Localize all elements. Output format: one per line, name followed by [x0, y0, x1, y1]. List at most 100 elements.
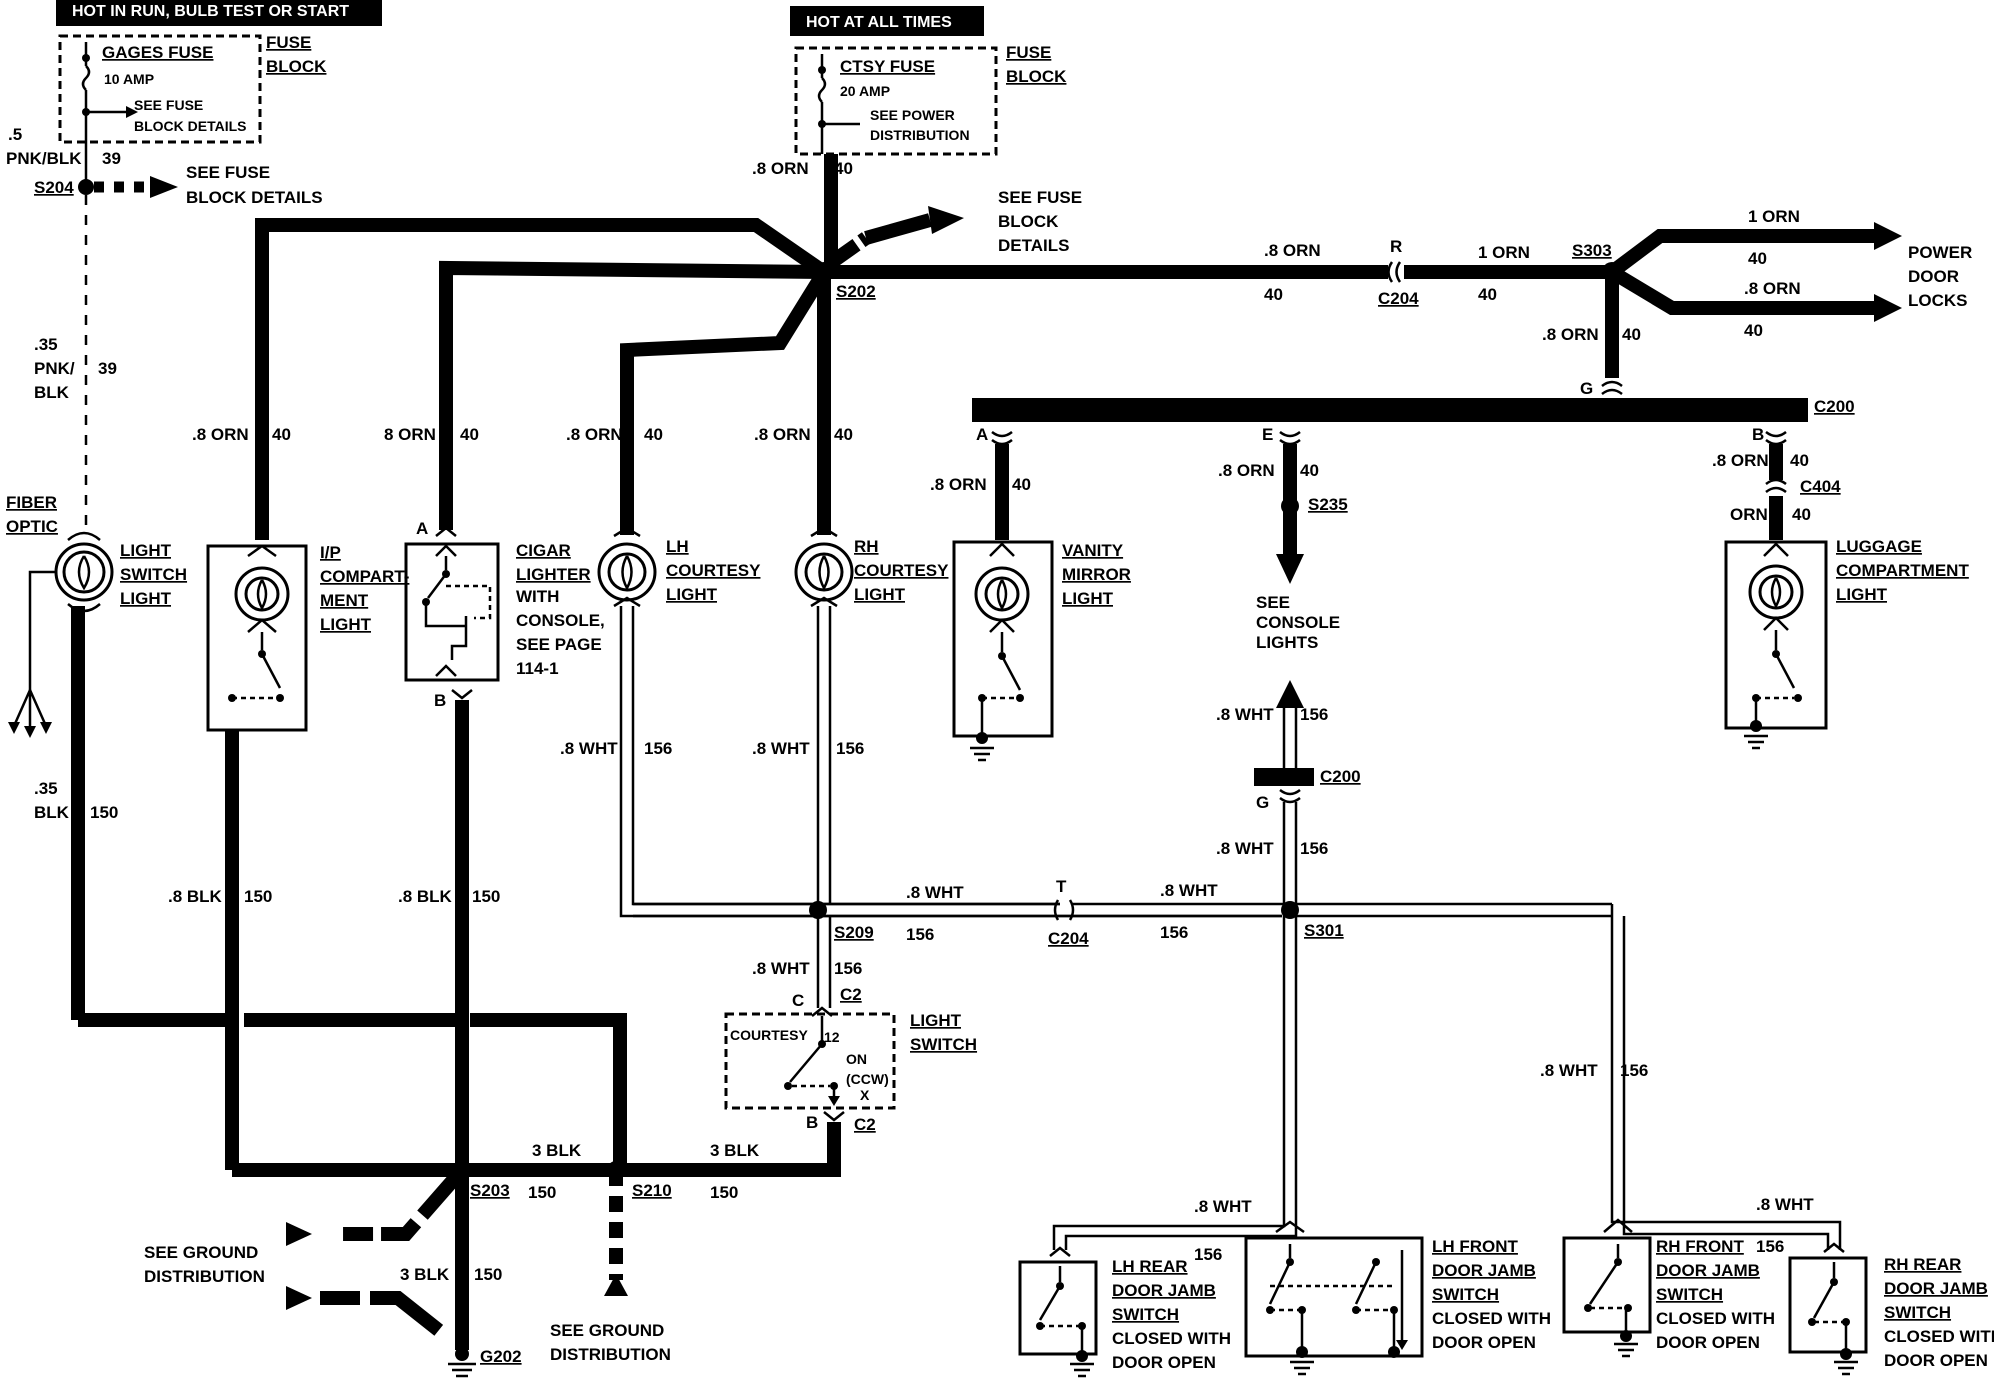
connector-pin-g-lower: G [1256, 793, 1269, 812]
wire-code-luggage-2: 40 [1792, 505, 1811, 524]
wire-label-pnkblk: PNK/BLK [6, 149, 82, 168]
wire-label-console-wht: .8 WHT [1216, 705, 1274, 724]
light-switch-label-1: LIGHT [910, 1011, 962, 1030]
luggage-label-3: LIGHT [1836, 585, 1888, 604]
wire-code-orn-right-1: 40 [1264, 285, 1283, 304]
rh-rear-label-2: DOOR JAMB [1884, 1279, 1988, 1298]
see-fuse-block-ref-3: DETAILS [998, 236, 1069, 255]
ground-g202: G202 [480, 1347, 522, 1366]
switch-courtesy-label: COURTESY [730, 1027, 808, 1043]
wire-label-s303-down: .8 ORN [1542, 325, 1599, 344]
wire-label-pdl-1: 1 ORN [1748, 207, 1800, 226]
lh-rear-label-4: CLOSED WITH [1112, 1329, 1231, 1348]
rh-front-label-2: DOOR JAMB [1656, 1261, 1760, 1280]
wire-code-150-g202: 150 [474, 1265, 502, 1284]
wire-label-orn-right-1: .8 ORN [1264, 241, 1321, 260]
see-fuse-ref-2: BLOCK DETAILS [186, 188, 323, 207]
rh-courtesy-label-3: LIGHT [854, 585, 906, 604]
lh-courtesy-label-3: LIGHT [666, 585, 718, 604]
wire-label-pdl-2: .8 ORN [1744, 279, 1801, 298]
lh-rear-label-1: LH REAR [1112, 1257, 1188, 1276]
wire-label-blk8-cigar: .8 BLK [398, 887, 453, 906]
fuse-block-label-2b: BLOCK [1006, 67, 1067, 86]
see-console-1: SEE [1256, 593, 1290, 612]
cigar-label-5: SEE PAGE [516, 635, 602, 654]
wire-label-blk3-a: 3 BLK [532, 1141, 582, 1160]
wire-code-150-cigar: 150 [472, 887, 500, 906]
wire-code-console: 40 [1300, 461, 1319, 480]
vanity-mirror-light [952, 540, 1054, 762]
wire-label-orn-right-2: 1 ORN [1478, 243, 1530, 262]
splice-s202: S202 [836, 282, 876, 301]
wire-label-lh-wht: .8 WHT [560, 739, 618, 758]
cigar-label-3: WITH [516, 587, 559, 606]
lh-front-label-1: LH FRONT [1432, 1237, 1519, 1256]
switch-12-label: 12 [824, 1029, 840, 1045]
vanity-label-2: MIRROR [1062, 565, 1131, 584]
ip-label-2: COMPART- [320, 567, 409, 586]
gages-fuse-see2: BLOCK DETAILS [134, 118, 247, 134]
rh-front-label-1: RH FRONT [1656, 1237, 1744, 1256]
connector-c200-label: C200 [1814, 397, 1855, 416]
rh-courtesy-label-2: COURTESY [854, 561, 949, 580]
see-fuse-block-ref-2: BLOCK [998, 212, 1059, 231]
splice-s210: S210 [632, 1181, 672, 1200]
wire-label-rh-orn: .8 ORN [754, 425, 811, 444]
wire-label-cigar-orn: 8 ORN [384, 425, 436, 444]
lh-rear-label-2: DOOR JAMB [1112, 1281, 1216, 1300]
see-ground-right-1: SEE GROUND [550, 1321, 664, 1340]
switch-x-label: X [860, 1087, 870, 1103]
connector-c204-a: C204 [1378, 289, 1419, 308]
wire-code-lh-wht: 156 [644, 739, 672, 758]
wire-label-ip-orn: .8 ORN [192, 425, 249, 444]
lh-front-label-2: DOOR JAMB [1432, 1261, 1536, 1280]
see-ground-left-1: SEE GROUND [144, 1243, 258, 1262]
ip-compartment-light [206, 544, 308, 732]
wire-label-rh-wht: .8 WHT [752, 739, 810, 758]
wire-label-blk8-ip: .8 BLK [168, 887, 223, 906]
connector-c2-bottom: C2 [854, 1115, 876, 1134]
cigar-label-6: 114-1 [516, 659, 559, 678]
see-fuse-block-ref-1: SEE FUSE [998, 188, 1082, 207]
wire-label-blk3-b: 3 BLK [710, 1141, 760, 1160]
power-door-locks-3: LOCKS [1908, 291, 1968, 310]
connector-c200-lower [1254, 768, 1314, 786]
wire-label-door-wht-left: .8 WHT [1194, 1197, 1252, 1216]
rh-courtesy-light [794, 526, 854, 608]
connector-pin-e-c200: E [1262, 425, 1273, 444]
wire-code-console-wht-2: 156 [1300, 839, 1328, 858]
wire-label-pnk35-color: PNK/ [34, 359, 75, 378]
rh-front-label-4: CLOSED WITH [1656, 1309, 1775, 1328]
see-ground-left-2: DISTRIBUTION [144, 1267, 265, 1286]
wire-label-pnk35-gauge: .35 [34, 335, 58, 354]
luggage-label-2: COMPARTMENT [1836, 561, 1969, 580]
splice-s203: S203 [470, 1181, 510, 1200]
light-switch-label-2: SWITCH [910, 1035, 977, 1054]
wire-label-blk3-g202: 3 BLK [400, 1265, 450, 1284]
vanity-label-1: VANITY [1062, 541, 1124, 560]
wire-label-blk35-color: BLK [34, 803, 70, 822]
lh-rear-door-jamb-switch [1018, 1246, 1098, 1378]
ctsy-fuse-see2: DISTRIBUTION [870, 127, 970, 143]
wire-code-rh-front-wht: 156 [1620, 1061, 1648, 1080]
wire-code-s303-down: 40 [1622, 325, 1641, 344]
wire-code-rh-wht: 156 [836, 739, 864, 758]
connector-c404: C404 [1800, 477, 1841, 496]
wire-code-orn-right-2: 40 [1478, 285, 1497, 304]
wire-code-cigar-orn: 40 [460, 425, 479, 444]
connector-pin-t: T [1056, 877, 1067, 896]
connector-c204-b: C204 [1048, 929, 1089, 948]
light-switch [724, 1006, 896, 1110]
ctsy-fuse: CTSY FUSE 20 AMP SEE POWER DISTRIBUTION [794, 46, 998, 156]
power-door-locks-1: POWER [1908, 243, 1972, 262]
rh-front-door-jamb-switch [1562, 1218, 1652, 1358]
cigar-label-4: CONSOLE, [516, 611, 605, 630]
hot-run-label: HOT IN RUN, BULB TEST OR START [72, 3, 349, 20]
light-switch-light-label-3: LIGHT [120, 589, 172, 608]
connector-pin-r: R [1390, 237, 1402, 256]
wire-label-s209-down: .8 WHT [752, 959, 810, 978]
gages-fuse-rating: 10 AMP [104, 71, 154, 87]
wire-code-lh-orn: 40 [644, 425, 663, 444]
wire-label-s301-left: .8 WHT [1160, 881, 1218, 900]
